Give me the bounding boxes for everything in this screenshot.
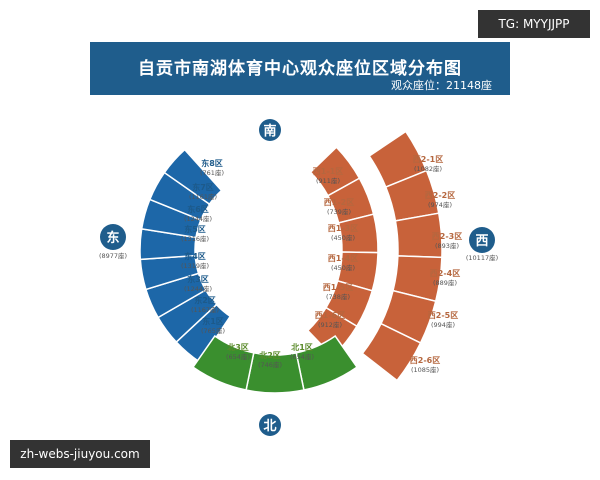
west2-label-name: 西2-3区 xyxy=(432,232,462,241)
north-section-3 xyxy=(191,334,255,391)
west2-label-name: 西2-6区 xyxy=(410,356,440,365)
west1-label-name: 西1-6区 xyxy=(315,311,345,320)
west1-label-seats: (912座) xyxy=(318,320,342,329)
west-label: 西 xyxy=(475,234,488,249)
west2-label-seats: (994座) xyxy=(431,320,455,329)
west2-label-name: 西2-1区 xyxy=(413,155,443,164)
east-label-seats: (1319座) xyxy=(181,261,209,270)
east-label-name: 东7区 xyxy=(192,182,214,192)
east-label-name: 东5区 xyxy=(184,224,206,234)
east-label-name: 东3区 xyxy=(187,274,209,284)
west2-label-seats: (1085座) xyxy=(411,365,439,374)
watermark: TG: MYYJJPP xyxy=(478,10,590,38)
page-title: 自贡市南湖体育中心观众座位区域分布图 xyxy=(138,59,462,79)
west2-label-seats: (1082座) xyxy=(414,164,442,173)
east-label: 东 xyxy=(106,230,119,246)
west2-label-seats: (893座) xyxy=(435,241,459,250)
east-marker: 东 (8977座) xyxy=(99,224,127,260)
north-label: 北 xyxy=(263,419,276,434)
east-label-name: 东8区 xyxy=(201,158,223,168)
north-label-seats: (746座) xyxy=(258,360,282,369)
east-label-seats: (765座) xyxy=(201,326,225,335)
south-marker: 南 xyxy=(259,119,281,141)
east-label-seats: (1161座) xyxy=(189,192,217,201)
west2-label-name: 西2-5区 xyxy=(428,311,458,320)
north-label-seats: (654座) xyxy=(226,352,250,361)
north-label-name: 北2区 xyxy=(259,350,281,360)
west2-label-name: 西2-2区 xyxy=(425,191,455,200)
west2-label-seats: (889座) xyxy=(433,278,457,287)
west1-label-name: 西1-5区 xyxy=(323,283,353,292)
east-label-name: 东6区 xyxy=(187,204,209,214)
west1-label-seats: (739座) xyxy=(327,207,351,216)
west1-label-name: 西1-2区 xyxy=(324,198,354,207)
east-label-seats: (1244座) xyxy=(184,284,212,293)
east-label-seats: (1244座) xyxy=(184,214,212,223)
west1-label-seats: (738座) xyxy=(326,292,350,301)
east-label-seats: (761座) xyxy=(200,168,224,177)
east-section-8 xyxy=(163,148,223,206)
west1-label-name: 西1-3区 xyxy=(328,224,358,233)
south-label: 南 xyxy=(263,123,276,139)
east-label-name: 东4区 xyxy=(184,251,206,261)
west1-label-name: 西1-1区 xyxy=(313,167,343,176)
title-banner: 自贡市南湖体育中心观众座位区域分布图 观众座位：21148座 xyxy=(90,42,510,95)
west2-label-name: 西2-4区 xyxy=(430,269,460,278)
west2-section-6 xyxy=(361,322,422,382)
north-marker: 北 xyxy=(259,414,281,436)
north-label-name: 北3区 xyxy=(227,342,249,352)
west-marker: 西 (10117座) xyxy=(466,227,498,262)
east-label-name: 东1区 xyxy=(202,316,224,326)
east-total: (8977座) xyxy=(99,251,127,260)
east-label-seats: (1167座) xyxy=(191,305,219,314)
north-label-name: 北1区 xyxy=(291,342,313,352)
total-seats: 观众座位：21148座 xyxy=(391,79,492,92)
west1-label-seats: (911座) xyxy=(316,176,340,185)
east-label-name: 东2区 xyxy=(194,295,216,305)
site-watermark: zh-webs-jiuyou.com xyxy=(10,440,150,468)
west-total: (10117座) xyxy=(466,253,498,262)
north-label-seats: (654座) xyxy=(290,352,314,361)
west2-label-seats: (974座) xyxy=(428,200,452,209)
sectors xyxy=(139,130,443,394)
west1-section-6 xyxy=(306,306,358,358)
east-label-seats: (1316座) xyxy=(181,234,209,243)
west1-label-seats: (450座) xyxy=(331,263,355,272)
west1-label-seats: (450座) xyxy=(331,233,355,242)
west1-label-name: 西1-4区 xyxy=(328,254,358,263)
